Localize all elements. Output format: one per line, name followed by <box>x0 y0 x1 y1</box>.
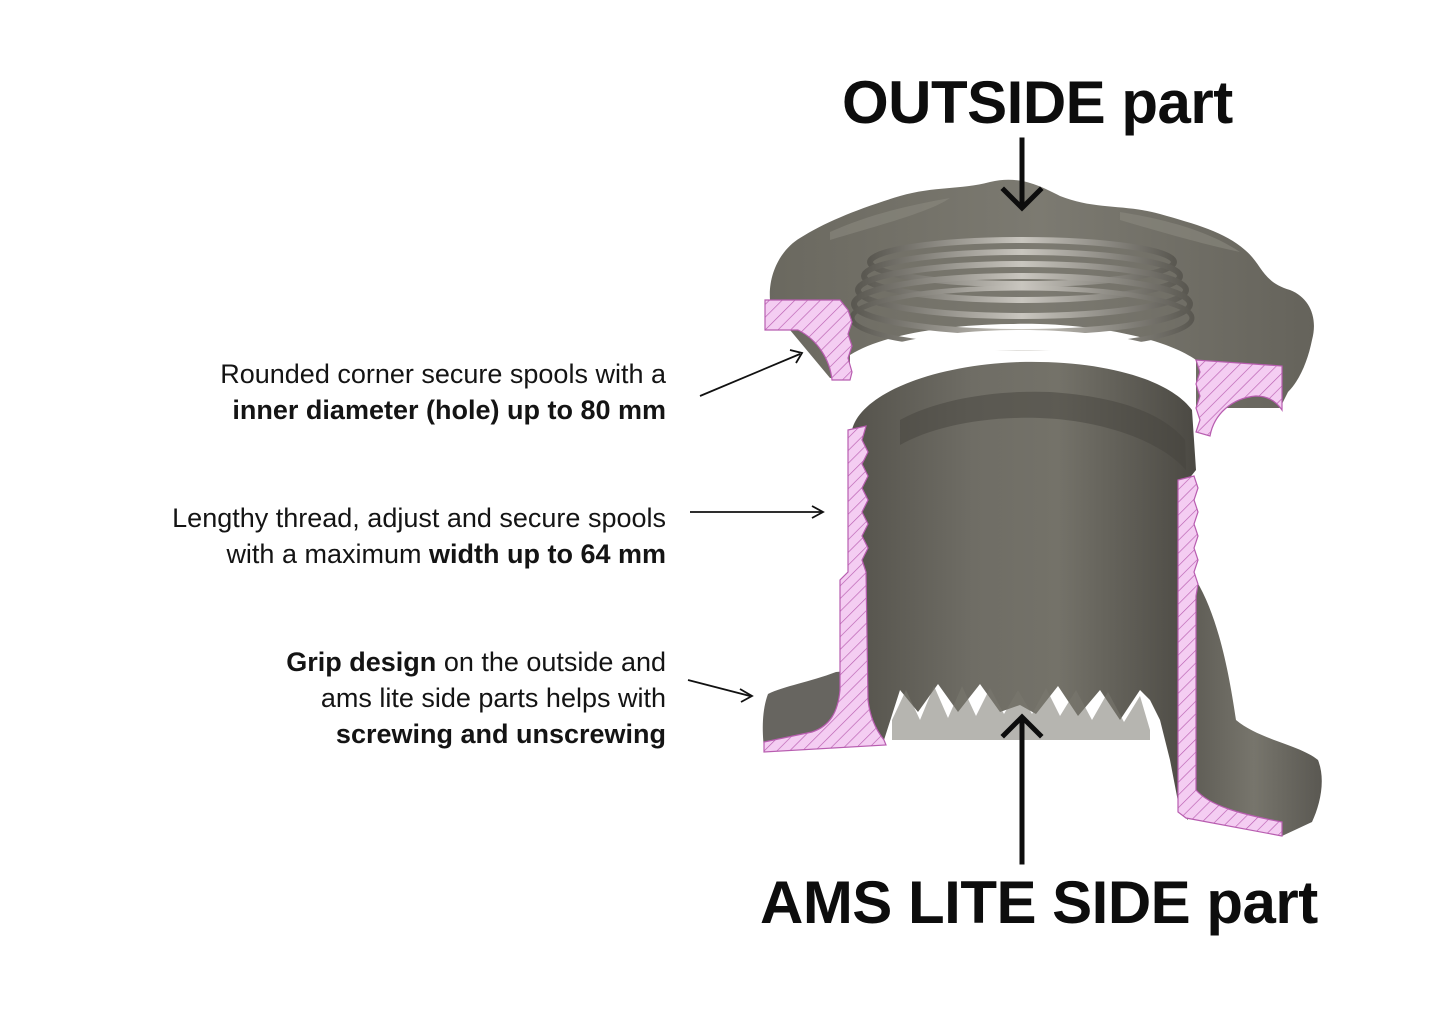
outside-part-title: OUTSIDE part <box>842 69 1233 136</box>
outside-part-model <box>764 179 1314 437</box>
note-rounded-corner: Rounded corner secure spools with a inne… <box>220 356 666 428</box>
leader-arrowhead <box>739 688 754 703</box>
ams-part-section-left <box>763 425 887 753</box>
note-text: with a maximum <box>226 539 429 569</box>
note-line: with a maximum width up to 64 mm <box>172 536 666 572</box>
outside-part-opening <box>852 330 1194 376</box>
note-text-bold: width up to 64 mm <box>428 539 666 569</box>
ams-lite-side-part-title: AMS LITE SIDE part <box>760 869 1318 936</box>
leader-arrowhead <box>811 505 825 519</box>
note-text: on the outside and <box>436 647 666 677</box>
note-text: Lengthy thread, adjust and secure spools <box>172 503 666 533</box>
note-grip-design: Grip design on the outside and ams lite … <box>286 644 666 752</box>
leader-arrowhead <box>789 349 804 364</box>
outside-part-thread-rings <box>849 237 1195 351</box>
ams-lite-side-part-model <box>762 361 1322 837</box>
ams-part-cylinder-body <box>852 361 1196 820</box>
note-line: Lengthy thread, adjust and secure spools <box>172 500 666 536</box>
note-text: ams lite side parts helps with <box>320 683 666 713</box>
note-text: Rounded corner secure spools with a <box>220 359 666 389</box>
outside-part-section-right <box>1195 359 1283 437</box>
arrow-down-icon <box>1000 137 1044 212</box>
note-line: inner diameter (hole) up to 80 mm <box>220 392 666 428</box>
grip-highlight <box>1120 212 1240 252</box>
leader-line-grip-design <box>687 679 751 697</box>
leader-line-rounded-corner <box>699 353 801 397</box>
ams-part-inner-surface <box>900 391 1186 470</box>
outside-part-section-left <box>764 299 853 381</box>
grip-highlight <box>830 198 950 240</box>
note-line: ams lite side parts helps with <box>286 680 666 716</box>
outside-part-grip-surface <box>765 179 1314 408</box>
note-text-bold: Grip design <box>286 647 437 677</box>
callout-leaders <box>687 349 825 703</box>
note-lengthy-thread: Lengthy thread, adjust and secure spools… <box>172 500 666 572</box>
arrow-up-icon <box>1000 713 1044 865</box>
note-line: Grip design on the outside and <box>286 644 666 680</box>
note-text-bold: screwing and unscrewing <box>335 719 666 749</box>
ams-part-grip-teeth <box>892 686 1150 740</box>
ams-part-right-flange <box>1186 580 1322 836</box>
ams-part-section-right <box>1177 475 1283 837</box>
note-text-bold: inner diameter (hole) up to 80 mm <box>232 395 666 425</box>
note-line: Rounded corner secure spools with a <box>220 356 666 392</box>
note-line: screwing and unscrewing <box>286 716 666 752</box>
